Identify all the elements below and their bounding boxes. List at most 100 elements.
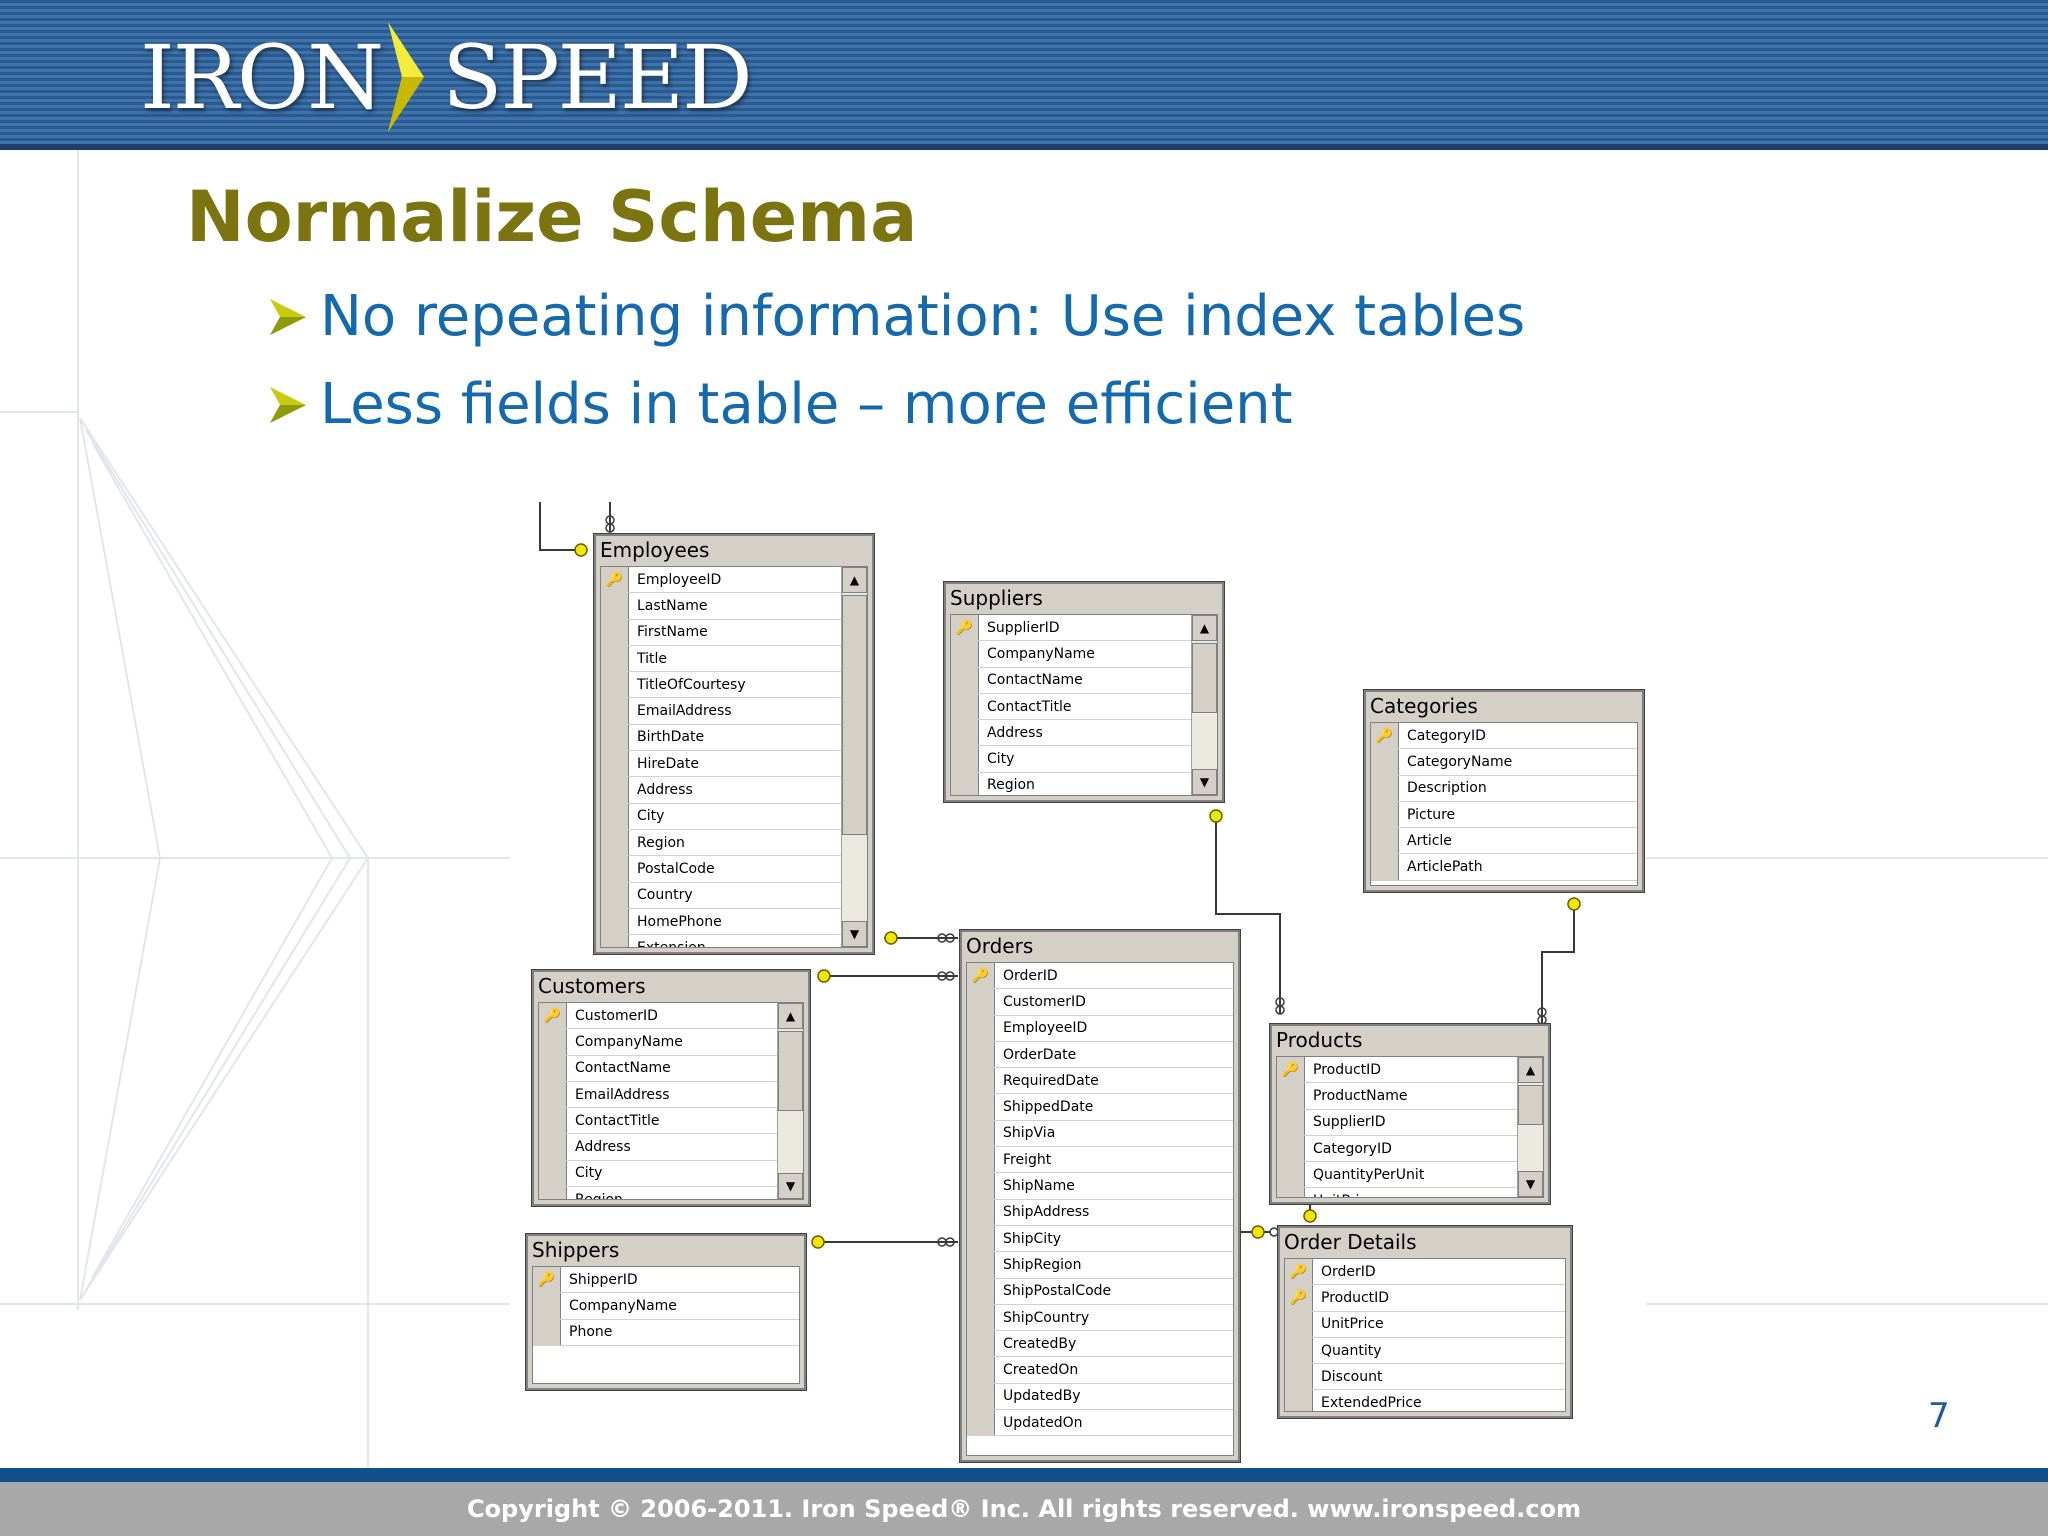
column-row[interactable]: CustomerID: [967, 989, 1233, 1016]
column-row[interactable]: CreatedOn: [967, 1357, 1233, 1384]
scrollbar[interactable]: ▲ ▼: [777, 1003, 803, 1199]
column-row[interactable]: ContactName: [539, 1055, 777, 1082]
column-row[interactable]: FirstName: [601, 619, 841, 646]
scroll-down-arrow-icon[interactable]: ▼: [1192, 769, 1217, 795]
column-row[interactable]: ContactTitle: [951, 693, 1191, 721]
column-row[interactable]: Extension: [601, 935, 841, 947]
column-row[interactable]: 🔑ProductID: [1285, 1285, 1565, 1312]
column-row[interactable]: ProductName: [1277, 1083, 1517, 1110]
scroll-thumb[interactable]: [1192, 643, 1217, 713]
scroll-up-arrow-icon[interactable]: ▲: [1518, 1057, 1543, 1083]
column-row[interactable]: 🔑OrderID: [1285, 1259, 1565, 1286]
column-row[interactable]: Region: [951, 772, 1191, 795]
column-name: Discount: [1321, 1368, 1383, 1385]
column-row[interactable]: Description: [1371, 775, 1637, 802]
scroll-up-arrow-icon[interactable]: ▲: [778, 1003, 803, 1029]
column-row[interactable]: 🔑CustomerID: [539, 1003, 777, 1030]
column-row[interactable]: Picture: [1371, 801, 1637, 829]
scroll-up-arrow-icon[interactable]: ▲: [1192, 615, 1217, 641]
column-row[interactable]: City: [951, 746, 1191, 773]
column-row[interactable]: 🔑ProductID: [1277, 1057, 1517, 1084]
column-row[interactable]: ShipPostalCode: [967, 1278, 1233, 1305]
scroll-thumb[interactable]: [1518, 1085, 1543, 1125]
column-row[interactable]: 🔑CategoryID: [1371, 723, 1637, 750]
scroll-thumb[interactable]: [778, 1031, 803, 1111]
column-row[interactable]: ContactTitle: [539, 1108, 777, 1135]
scrollbar[interactable]: ▲ ▼: [1191, 615, 1217, 795]
column-row[interactable]: ContactName: [951, 667, 1191, 694]
column-row[interactable]: ShipCity: [967, 1225, 1233, 1253]
scrollbar[interactable]: ▲ ▼: [841, 567, 867, 947]
column-row[interactable]: EmailAddress: [539, 1081, 777, 1109]
column-row[interactable]: Address: [601, 777, 841, 804]
column-row[interactable]: ExtendedPrice: [1285, 1390, 1565, 1411]
column-row[interactable]: CategoryID: [1277, 1135, 1517, 1163]
column-row[interactable]: EmailAddress: [601, 698, 841, 725]
scroll-down-arrow-icon[interactable]: ▼: [842, 921, 867, 947]
column-row[interactable]: Country: [601, 882, 841, 909]
column-row[interactable]: CompanyName: [539, 1029, 777, 1056]
column-row[interactable]: OrderDate: [967, 1041, 1233, 1069]
column-row[interactable]: EmployeeID: [967, 1015, 1233, 1042]
scroll-thumb[interactable]: [842, 595, 867, 835]
column-row[interactable]: Address: [951, 720, 1191, 747]
column-row[interactable]: RequiredDate: [967, 1068, 1233, 1095]
row-selector: [601, 619, 629, 645]
column-row[interactable]: ShipRegion: [967, 1252, 1233, 1279]
column-row[interactable]: Discount: [1285, 1364, 1565, 1391]
column-row[interactable]: UnitPrice: [1277, 1188, 1517, 1197]
column-row[interactable]: ShipVia: [967, 1120, 1233, 1148]
column-row[interactable]: Address: [539, 1134, 777, 1161]
column-row[interactable]: UpdatedOn: [967, 1410, 1233, 1437]
column-row[interactable]: ShippedDate: [967, 1094, 1233, 1121]
column-row[interactable]: City: [601, 803, 841, 830]
column-row[interactable]: TitleOfCourtesy: [601, 672, 841, 699]
column-row[interactable]: Quantity: [1285, 1337, 1565, 1365]
scroll-down-arrow-icon[interactable]: ▼: [1518, 1171, 1543, 1197]
column-name: Region: [637, 834, 685, 851]
column-row[interactable]: 🔑OrderID: [967, 963, 1233, 990]
column-row[interactable]: 🔑SupplierID: [951, 615, 1191, 642]
column-row[interactable]: PostalCode: [601, 856, 841, 883]
column-row[interactable]: CategoryName: [1371, 749, 1637, 776]
scroll-down-arrow-icon[interactable]: ▼: [778, 1173, 803, 1199]
column-row[interactable]: CompanyName: [533, 1293, 799, 1320]
column-row[interactable]: HomePhone: [601, 908, 841, 936]
logo-chevron-icon: [388, 22, 425, 132]
column-row[interactable]: CompanyName: [951, 641, 1191, 668]
column-row[interactable]: ShipAddress: [967, 1199, 1233, 1226]
column-row[interactable]: Phone: [533, 1319, 799, 1346]
column-row[interactable]: Region: [539, 1187, 777, 1199]
column-row[interactable]: CreatedBy: [967, 1331, 1233, 1358]
scrollbar[interactable]: ▲ ▼: [1517, 1057, 1543, 1197]
row-selector: [967, 1015, 995, 1041]
column-row[interactable]: UnitPrice: [1285, 1311, 1565, 1338]
column-row[interactable]: Title: [601, 645, 841, 673]
column-row[interactable]: 🔑EmployeeID: [601, 567, 841, 594]
column-row[interactable]: Article: [1371, 828, 1637, 855]
column-row[interactable]: BirthDate: [601, 724, 841, 752]
scroll-up-arrow-icon[interactable]: ▲: [842, 567, 867, 593]
column-row[interactable]: ShipName: [967, 1173, 1233, 1200]
column-row[interactable]: QuantityPerUnit: [1277, 1162, 1517, 1189]
column-row[interactable]: 🔑ShipperID: [533, 1267, 799, 1294]
column-row[interactable]: LastName: [601, 593, 841, 620]
column-row[interactable]: HireDate: [601, 751, 841, 778]
column-row[interactable]: ShipCountry: [967, 1304, 1233, 1332]
column-row[interactable]: Freight: [967, 1147, 1233, 1174]
column-name: HomePhone: [637, 913, 722, 930]
column-row[interactable]: City: [539, 1160, 777, 1188]
column-row[interactable]: Region: [601, 829, 841, 857]
column-row[interactable]: ArticlePath: [1371, 854, 1637, 881]
column-row[interactable]: UpdatedBy: [967, 1383, 1233, 1411]
column-row[interactable]: SupplierID: [1277, 1109, 1517, 1136]
